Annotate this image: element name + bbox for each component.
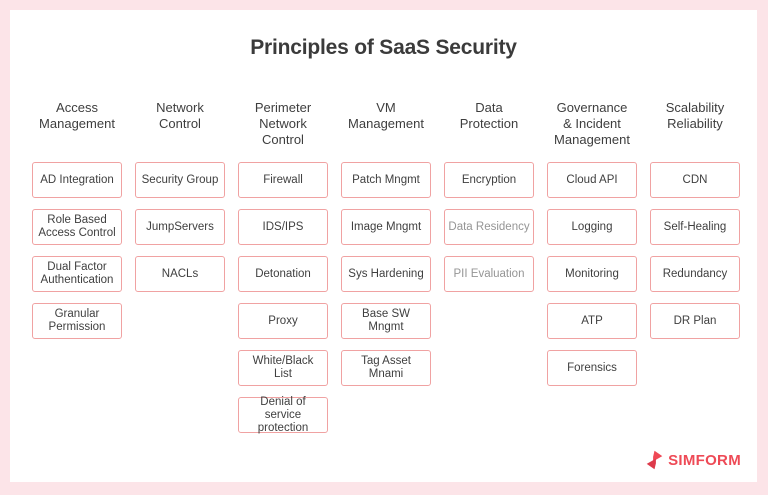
node-label: ATP <box>581 314 603 327</box>
node-box: Monitoring <box>547 256 637 292</box>
node-box: IDS/IPS <box>238 209 328 245</box>
column-data-protection: Data Protection Encryption Data Residenc… <box>444 100 534 444</box>
node-box: Logging <box>547 209 637 245</box>
node-box: Sys Hardening <box>341 256 431 292</box>
node-box: PII Evaluation <box>444 256 534 292</box>
node-box: Encryption <box>444 162 534 198</box>
node-box: Redundancy <box>650 256 740 292</box>
node-box: Denial of service protection <box>238 395 328 434</box>
node-box: Cloud API <box>547 162 637 198</box>
node-label: Security Group <box>141 173 219 186</box>
node-label: Detonation <box>255 267 311 280</box>
node-box: Granular Permission <box>32 303 122 339</box>
node-box: Detonation <box>238 256 328 292</box>
simform-logo-icon <box>646 450 663 470</box>
node-label: AD Integration <box>40 173 114 186</box>
column-header: Access Management <box>39 100 115 131</box>
column-scalability-reliability: Scalability Reliability CDN Self-Healing… <box>650 100 740 444</box>
node-box: Patch Mngmt <box>341 162 431 198</box>
node-label: Proxy <box>268 314 298 327</box>
column-network-control: Network Control Security Group JumpServe… <box>135 100 225 444</box>
node-label: Role Based Access Control <box>38 214 116 239</box>
brand-lockup: SIMFORM <box>646 450 741 470</box>
column-header: Perimeter Network Control <box>254 100 312 147</box>
node-label: Data Residency <box>448 220 530 233</box>
node-box: Forensics <box>547 350 637 386</box>
node-box: Security Group <box>135 162 225 198</box>
node-label: IDS/IPS <box>262 220 304 233</box>
node-label: White/Black List <box>252 355 314 380</box>
infographic-panel: Principles of SaaS Security Access Manag… <box>10 10 757 482</box>
node-box: Image Mngmt <box>341 209 431 245</box>
node-label: Patch Mngmt <box>352 173 420 186</box>
principles-columns: Access Management AD Integration Role Ba… <box>10 100 757 444</box>
column-vm-management: VM Management Patch Mngmt Image Mngmt Sy… <box>341 100 431 444</box>
node-label: Cloud API <box>566 173 618 186</box>
node-label: Image Mngmt <box>350 220 422 233</box>
node-label: Firewall <box>263 173 303 186</box>
node-label: Denial of service protection <box>257 395 309 434</box>
node-label: NACLs <box>161 267 199 280</box>
node-label: JumpServers <box>146 220 214 233</box>
node-box: Data Residency <box>444 209 534 245</box>
node-box: ATP <box>547 303 637 339</box>
node-label: Base SW Mngmt <box>362 308 410 333</box>
node-box: White/Black List <box>238 350 328 386</box>
column-header: Data Protection <box>459 100 519 131</box>
node-label: Redundancy <box>662 267 728 280</box>
node-box: JumpServers <box>135 209 225 245</box>
node-box: DR Plan <box>650 303 740 339</box>
node-label: Encryption <box>461 173 517 186</box>
node-label: Tag Asset Mnami <box>361 355 411 380</box>
node-box: NACLs <box>135 256 225 292</box>
node-box: Role Based Access Control <box>32 209 122 245</box>
column-header: Governance & Incident Management <box>554 100 630 147</box>
node-box: Dual Factor Authentication <box>32 256 122 292</box>
page-title: Principles of SaaS Security <box>250 36 517 59</box>
column-governance-incident-management: Governance & Incident Management Cloud A… <box>547 100 637 444</box>
column-perimeter-network-control: Perimeter Network Control Firewall IDS/I… <box>238 100 328 444</box>
node-label: CDN <box>682 173 708 186</box>
node-box: Firewall <box>238 162 328 198</box>
node-label: Logging <box>571 220 613 233</box>
brand-name: SIMFORM <box>668 451 741 469</box>
node-label: Sys Hardening <box>348 267 424 280</box>
node-label: Forensics <box>567 361 617 374</box>
node-label: Granular Permission <box>48 308 106 333</box>
node-box: Tag Asset Mnami <box>341 350 431 386</box>
column-header: Network Control <box>156 100 204 131</box>
node-label: DR Plan <box>673 314 717 327</box>
node-box: Base SW Mngmt <box>341 303 431 339</box>
node-box: CDN <box>650 162 740 198</box>
node-label: Monitoring <box>565 267 619 280</box>
node-box: Proxy <box>238 303 328 339</box>
column-header: VM Management <box>348 100 424 131</box>
node-label: Self-Healing <box>663 220 727 233</box>
node-label: Dual Factor Authentication <box>40 261 114 286</box>
node-label: PII Evaluation <box>453 267 525 280</box>
column-access-management: Access Management AD Integration Role Ba… <box>32 100 122 444</box>
node-box: AD Integration <box>32 162 122 198</box>
column-header: Scalability Reliability <box>665 100 725 131</box>
node-box: Self-Healing <box>650 209 740 245</box>
